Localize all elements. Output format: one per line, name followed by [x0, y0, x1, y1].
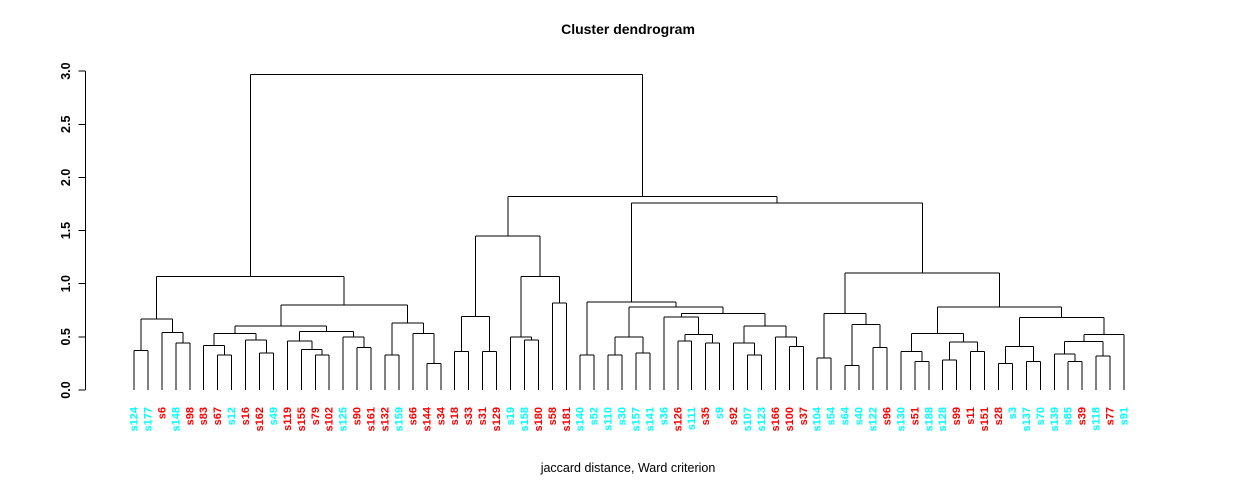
- leaf-label-s66: s66: [407, 407, 419, 425]
- leaf-label-s83: s83: [198, 407, 210, 425]
- leaf-label-s107: s107: [742, 407, 754, 431]
- leaf-label-s181: s181: [561, 407, 573, 431]
- leaf-label-s77: s77: [1105, 407, 1117, 425]
- leaf-label-s85: s85: [1063, 407, 1075, 425]
- leaf-label-s52: s52: [589, 407, 601, 425]
- y-axis-tick-label: 2.0: [59, 169, 73, 186]
- leaf-label-s39: s39: [1077, 407, 1089, 425]
- leaf-label-s100: s100: [784, 407, 796, 431]
- leaf-label-s140: s140: [575, 407, 587, 431]
- leaf-label-s128: s128: [937, 407, 949, 431]
- leaf-label-s139: s139: [1049, 407, 1061, 431]
- leaf-label-s148: s148: [170, 407, 182, 431]
- leaf-label-s102: s102: [324, 407, 336, 431]
- leaf-label-s119: s119: [282, 407, 294, 431]
- leaf-label-s130: s130: [895, 407, 907, 431]
- leaf-label-s90: s90: [352, 407, 364, 425]
- y-axis: 0.0 0.5 1.0 1.5 2.0 2.5 3.0: [59, 62, 86, 399]
- y-axis-tick-label: 3.0: [59, 62, 73, 79]
- leaf-label-s124: s124: [129, 406, 141, 431]
- leaf-label-s18: s18: [449, 407, 461, 425]
- leaf-label-s30: s30: [617, 407, 629, 425]
- leaf-label-s110: s110: [603, 407, 615, 431]
- chart-caption: jaccard distance, Ward criterion: [540, 461, 716, 475]
- leaf-label-s151: s151: [979, 407, 991, 431]
- leaf-label-s31: s31: [477, 407, 489, 425]
- leaf-label-s137: s137: [1021, 407, 1033, 431]
- leaf-label-s16: s16: [240, 407, 252, 425]
- leaf-label-s144: s144: [421, 406, 433, 431]
- leaf-label-s6: s6: [156, 407, 168, 419]
- leaf-label-s35: s35: [700, 407, 712, 425]
- leaf-label-s79: s79: [310, 407, 322, 425]
- leaf-label-s36: s36: [658, 407, 670, 425]
- leaf-label-s28: s28: [993, 407, 1005, 425]
- leaf-label-s166: s166: [770, 407, 782, 431]
- leaf-label-s64: s64: [840, 406, 852, 425]
- chart-title: Cluster dendrogram: [561, 21, 695, 37]
- leaf-label-s162: s162: [254, 407, 266, 431]
- leaf-label-s40: s40: [854, 407, 866, 425]
- leaf-label-s96: s96: [881, 407, 893, 425]
- leaf-label-s54: s54: [826, 406, 838, 425]
- leaf-label-s158: s158: [519, 407, 531, 431]
- leaf-label-s70: s70: [1035, 407, 1047, 425]
- leaf-label-s111: s111: [686, 407, 698, 430]
- y-axis-tick-label: 0.5: [59, 328, 73, 345]
- leaf-label-s180: s180: [533, 407, 545, 431]
- leaf-label-s104: s104: [812, 406, 824, 431]
- y-axis-tick-label: 1.0: [59, 275, 73, 292]
- leaf-label-s19: s19: [505, 407, 517, 425]
- leaf-label-s58: s58: [547, 407, 559, 425]
- leaf-label-s122: s122: [868, 407, 880, 431]
- leaf-label-s98: s98: [184, 407, 196, 425]
- dendrogram-branches: [133, 73, 1125, 390]
- leaf-label-s141: s141: [644, 407, 656, 431]
- leaf-label-s9: s9: [714, 407, 726, 419]
- leaf-label-s3: s3: [1007, 407, 1019, 419]
- leaf-label-s11: s11: [965, 407, 977, 425]
- leaf-label-s37: s37: [798, 407, 810, 425]
- leaf-label-s12: s12: [226, 407, 238, 425]
- leaf-label-s125: s125: [338, 407, 350, 431]
- leaf-label-s118: s118: [1091, 407, 1103, 431]
- leaf-label-s126: s126: [672, 407, 684, 431]
- leaf-label-s49: s49: [268, 407, 280, 425]
- leaf-label-s91: s91: [1119, 407, 1131, 425]
- y-axis-tick-label: 1.5: [59, 222, 73, 239]
- leaf-label-s33: s33: [463, 407, 475, 425]
- leaf-label-s99: s99: [951, 407, 963, 425]
- leaf-label-s157: s157: [630, 407, 642, 431]
- leaf-label-s159: s159: [393, 407, 405, 431]
- leaf-label-s188: s188: [923, 407, 935, 431]
- leaf-label-s155: s155: [296, 407, 308, 431]
- leaf-label-s67: s67: [212, 407, 224, 425]
- leaf-label-s92: s92: [728, 407, 740, 425]
- leaf-label-s177: s177: [142, 407, 154, 431]
- leaf-label-s34: s34: [435, 406, 447, 425]
- leaf-label-s132: s132: [379, 407, 391, 431]
- leaf-label-s161: s161: [366, 407, 378, 431]
- y-axis-tick-label: 0.0: [59, 381, 73, 398]
- leaf-label-s123: s123: [756, 407, 768, 431]
- leaf-label-s129: s129: [491, 407, 503, 431]
- leaf-label-s51: s51: [909, 407, 921, 425]
- y-axis-tick-label: 2.5: [59, 116, 73, 133]
